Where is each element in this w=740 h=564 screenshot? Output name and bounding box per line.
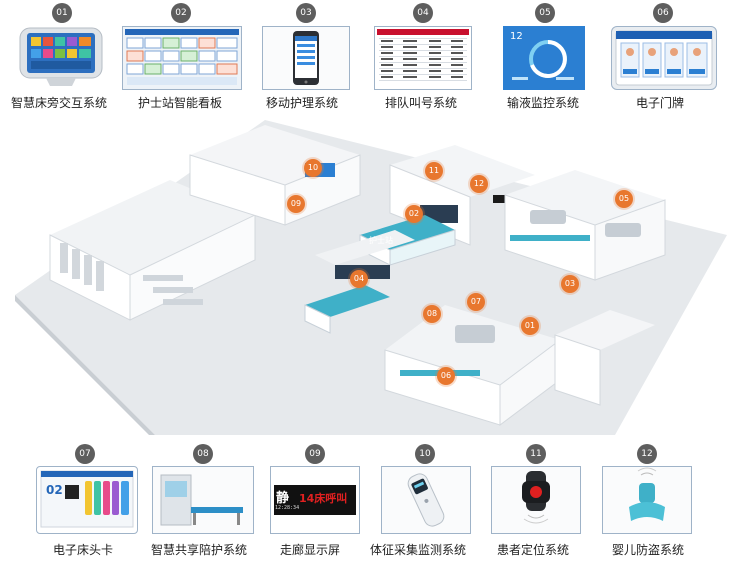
system-number-04: 04 — [413, 3, 433, 23]
vital-sign-device-icon — [381, 466, 471, 534]
infusion-value: 12 — [510, 31, 523, 42]
system-number-10: 10 — [415, 444, 435, 464]
system-number-12: 12 — [637, 444, 657, 464]
floor-marker-09: 09 — [287, 195, 305, 213]
corridor-char: 静 — [276, 491, 290, 506]
floor-marker-11: 11 — [425, 162, 443, 180]
system-number-08: 08 — [193, 444, 213, 464]
door-sign-icon — [611, 26, 717, 90]
system-number-05: 05 — [535, 3, 555, 23]
floor-marker-03: 03 — [561, 275, 579, 293]
system-number-02: 02 — [171, 3, 191, 23]
infant-tag-icon — [602, 466, 692, 534]
shared-bed-icon — [152, 466, 254, 534]
ward-floor-plan: 10 09 11 12 02 05 03 04 07 08 01 06 护士站 — [15, 115, 727, 441]
floor-marker-06: 06 — [437, 367, 455, 385]
system-number-06: 06 — [653, 3, 673, 23]
dashboard-monitor-icon — [122, 26, 242, 90]
corridor-text: 14床呼叫 — [299, 492, 348, 505]
mobile-phone-icon — [262, 26, 350, 90]
system-label-01: 智慧床旁交互系统 — [11, 96, 108, 110]
system-label-02: 护士站智能看板 — [138, 96, 223, 110]
system-number-03: 03 — [296, 3, 316, 23]
floor-marker-05: 05 — [615, 190, 633, 208]
system-label-06: 电子门牌 — [636, 96, 685, 110]
system-label-07: 电子床头卡 — [53, 543, 114, 557]
infusion-monitor-icon: 12 — [503, 26, 585, 90]
system-label-08: 智慧共享陪护系统 — [151, 543, 248, 557]
system-number-09: 09 — [305, 444, 325, 464]
floor-marker-04: 04 — [350, 270, 368, 288]
floor-marker-02: 02 — [405, 205, 423, 223]
floor-marker-08: 08 — [423, 305, 441, 323]
system-label-12: 婴儿防盗系统 — [612, 543, 685, 557]
location-watch-icon — [491, 466, 581, 534]
system-label-03: 移动护理系统 — [266, 96, 339, 110]
system-label-11: 患者定位系统 — [497, 543, 570, 557]
floor-marker-10: 10 — [304, 159, 322, 177]
system-label-10: 体征采集监测系统 — [370, 543, 467, 557]
nurse-station-sign: 护士站 — [369, 236, 393, 245]
bedhead-number: 02 — [46, 483, 63, 497]
system-number-11: 11 — [526, 444, 546, 464]
system-label-05: 输液监控系统 — [507, 96, 580, 110]
system-number-01: 01 — [52, 3, 72, 23]
system-label-04: 排队叫号系统 — [385, 96, 458, 110]
corridor-display-icon: 静 12:28:34 14床呼叫 — [270, 466, 360, 534]
system-number-07: 07 — [75, 444, 95, 464]
bedhead-card-icon: 02 — [36, 466, 138, 534]
queue-screen-icon — [374, 26, 472, 90]
bedside-terminal-icon — [18, 26, 104, 88]
floor-marker-07: 07 — [467, 293, 485, 311]
floor-marker-12: 12 — [470, 175, 488, 193]
corridor-time: 12:28:34 — [275, 505, 300, 511]
floor-marker-01: 01 — [521, 317, 539, 335]
system-label-09: 走廊显示屏 — [280, 543, 341, 557]
